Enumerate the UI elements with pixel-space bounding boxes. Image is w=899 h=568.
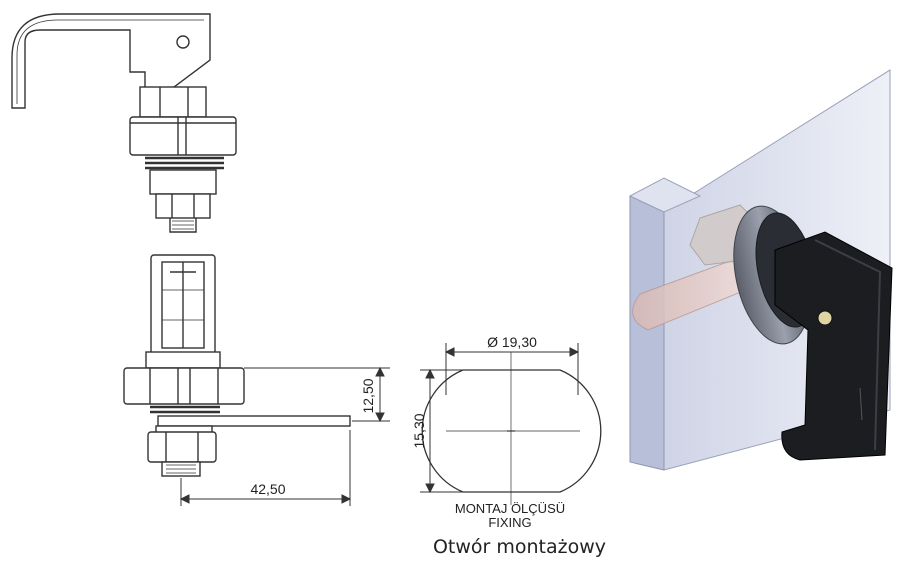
dim-cam-length-label: 42,50 xyxy=(250,481,285,497)
caption: Otwór montażowy xyxy=(432,536,607,558)
lock-3d-render xyxy=(628,69,893,471)
dim-cam-height-label: 12,50 xyxy=(360,378,376,413)
dim-cam-length xyxy=(179,430,352,506)
dim-hole-height xyxy=(420,368,470,494)
lock-top-view xyxy=(11,13,237,233)
dim-hole-diameter xyxy=(444,343,580,395)
fixing-label-en: FIXING xyxy=(488,515,531,530)
dim-hole-height-label: 15,30 xyxy=(411,413,427,448)
dim-hole-diameter-label: Ø 19,30 xyxy=(487,334,537,350)
mounting-hole-outline xyxy=(421,352,602,505)
fixing-label-tr: MONTAJ ÖLÇÜSÜ xyxy=(455,501,565,516)
lock-side-view xyxy=(123,254,351,477)
dim-cam-height xyxy=(244,366,390,423)
